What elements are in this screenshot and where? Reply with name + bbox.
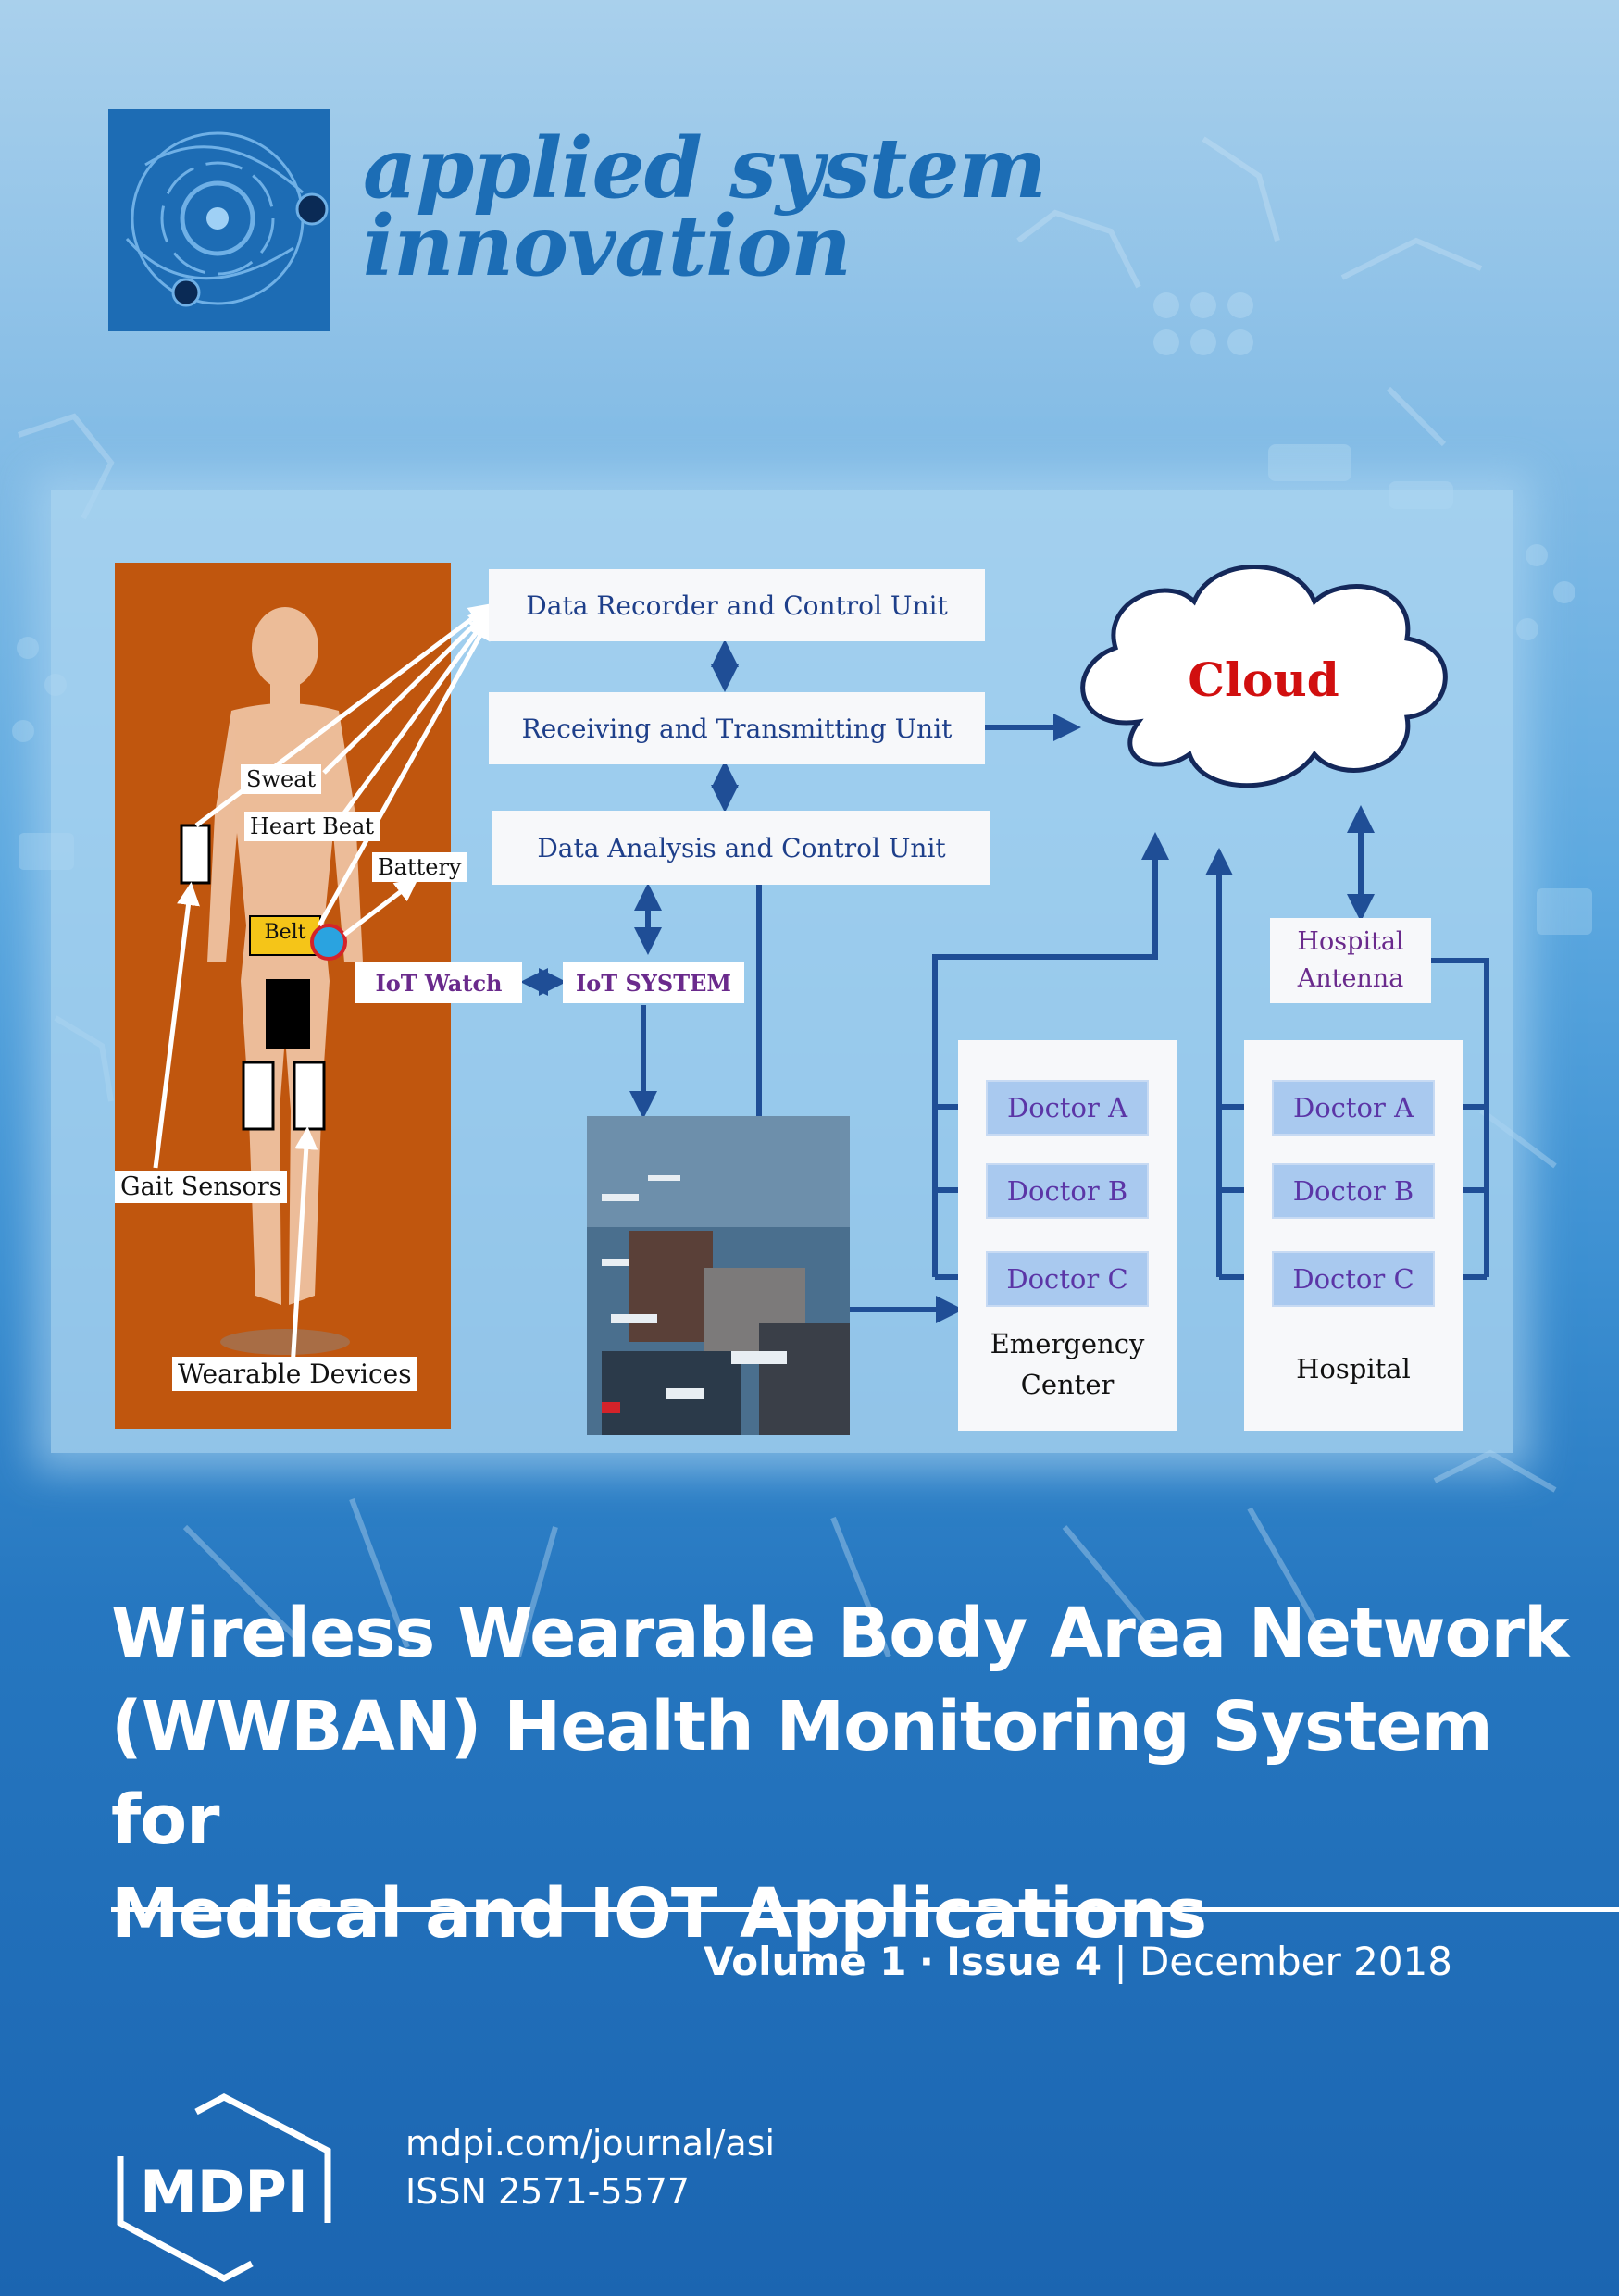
cloud-label: Cloud: [1188, 652, 1339, 707]
emergency-center-line1: Emergency: [990, 1328, 1145, 1359]
belt-label: Belt: [264, 921, 306, 944]
journal-url[interactable]: mdpi.com/journal/asi: [405, 2123, 776, 2164]
gait-sensors-label: Gait Sensors: [115, 1171, 288, 1203]
left-gait-sensor: [242, 1061, 275, 1131]
hospital-antenna: Hospital Antenna: [1270, 918, 1431, 1003]
heart-beat-label: Heart Beat: [244, 812, 380, 841]
issue-separator: ·: [918, 1939, 934, 1984]
orbit-logo-icon: [125, 131, 329, 307]
emergency-doctor-a: Doctor A: [986, 1080, 1149, 1136]
right-gait-sensor: [293, 1061, 326, 1131]
issn: ISSN 2571-5577: [405, 2171, 691, 2212]
title-divider: [111, 1907, 1619, 1912]
data-recorder-unit: Data Recorder and Control Unit: [489, 569, 985, 641]
iot-watch-label: IoT Watch: [355, 962, 522, 1003]
issue-info: Volume 1 · Issue 4 | December 2018: [704, 1939, 1452, 1984]
cloud-shape: [1080, 565, 1448, 788]
article-title-line2: (WWBAN) Health Monitoring System for: [111, 1687, 1493, 1860]
issue-divider: |: [1114, 1939, 1127, 1984]
torso-device: [266, 979, 310, 1049]
issue-label: Issue 4: [946, 1939, 1102, 1984]
hospital-label: Hospital: [1296, 1353, 1411, 1384]
mdpi-logo-text: MDPI: [140, 2158, 308, 2226]
belt-sensor: [249, 915, 321, 956]
hospital-doctor-b: Doctor B: [1272, 1163, 1435, 1219]
journal-logo: [108, 109, 330, 331]
mdpi-logo-icon: MDPI: [117, 2093, 331, 2282]
hospital-doctor-c: Doctor C: [1272, 1251, 1435, 1307]
journal-name-line1: applied system: [363, 119, 1047, 217]
emergency-center-line2: Center: [1020, 1369, 1115, 1400]
harbor-photo: [587, 1116, 850, 1435]
heart-sensor: [310, 924, 347, 961]
sweat-label: Sweat: [241, 764, 322, 794]
publisher-info: mdpi.com/journal/asi ISSN 2571-5577: [405, 2119, 775, 2215]
journal-name: applied system innovation: [363, 119, 1047, 295]
battery-label: Battery: [372, 852, 467, 882]
journal-name-line2: innovation: [363, 197, 852, 295]
article-title: Wireless Wearable Body Area Network (WWB…: [111, 1587, 1574, 1961]
receiving-transmitting-unit: Receiving and Transmitting Unit: [489, 692, 985, 764]
data-analysis-unit: Data Analysis and Control Unit: [492, 811, 990, 885]
article-title-line1: Wireless Wearable Body Area Network: [111, 1594, 1569, 1673]
emergency-doctor-c: Doctor C: [986, 1251, 1149, 1307]
hospital-antenna-line1: Hospital: [1297, 927, 1404, 956]
emergency-center-label: Emergency Center: [958, 1323, 1177, 1405]
issue-date: December 2018: [1139, 1939, 1452, 1984]
volume-label: Volume 1: [704, 1939, 907, 1984]
wearable-devices-label: Wearable Devices: [172, 1357, 417, 1391]
article-title-line3: Medical and IOT Applications: [111, 1874, 1207, 1954]
emergency-doctor-b: Doctor B: [986, 1163, 1149, 1219]
iot-system-label: IoT SYSTEM: [563, 962, 744, 1003]
hospital-antenna-line2: Antenna: [1297, 964, 1404, 993]
hospital-doctor-a: Doctor A: [1272, 1080, 1435, 1136]
arm-sensor: [180, 824, 211, 885]
